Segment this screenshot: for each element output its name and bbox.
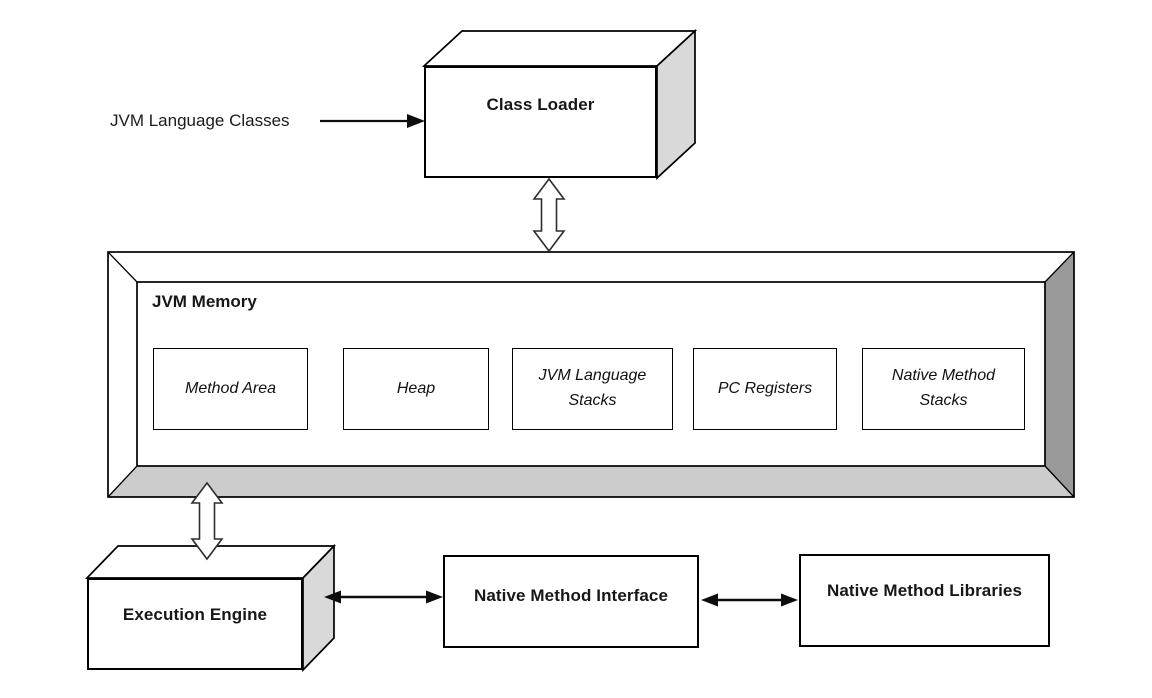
input-arrow-head [407, 114, 425, 128]
memory-engine-double-arrow [190, 481, 224, 561]
interface-libraries-arrow-left-head [701, 593, 718, 607]
class-loader-side-face [656, 29, 696, 180]
frame-corner-bottom-left [107, 465, 138, 498]
jvm-language-stacks-label: JVM Language Stacks [538, 367, 647, 409]
native-method-stacks-label: Native Method Stacks [891, 367, 996, 409]
frame-corner-top-right [1044, 251, 1075, 283]
pc-registers-box: PC Registers [693, 348, 837, 430]
jvm-memory-frame-bottom-band [108, 466, 1074, 497]
class-loader-3d-faces [421, 29, 698, 180]
class-loader-box: Class Loader [424, 66, 657, 178]
engine-interface-double-arrow [324, 590, 443, 604]
frame-corner-bottom-right [1044, 465, 1075, 498]
execution-engine-3d-faces [84, 543, 337, 673]
native-method-interface-box: Native Method Interface [443, 555, 699, 648]
heap-label: Heap [396, 379, 436, 397]
engine-interface-arrow-right-head [426, 590, 443, 604]
class-loader-top-face [421, 30, 698, 67]
heap-box: Heap [343, 348, 489, 430]
pc-registers-label: PC Registers [717, 379, 813, 397]
frame-corner-top-left [107, 251, 138, 283]
method-area-label: Method Area [184, 379, 276, 397]
jvm-memory-label: JVM Memory [152, 292, 257, 311]
jvm-memory-frame-right-band [1045, 252, 1074, 497]
jvm-memory-outer-border [107, 251, 1075, 498]
execution-engine-label: Execution Engine [122, 605, 268, 624]
interface-libraries-arrow-right-head [781, 593, 798, 607]
jvm-language-stacks-box: JVM Language Stacks [512, 348, 673, 430]
engine-interface-arrow-left-head [324, 590, 341, 604]
execution-engine-side-face [302, 543, 335, 673]
native-method-stacks-box: Native Method Stacks [862, 348, 1025, 430]
jvm-language-classes-label: JVM Language Classes [110, 111, 290, 130]
execution-engine-box: Execution Engine [87, 578, 303, 670]
method-area-box: Method Area [153, 348, 308, 430]
native-method-interface-label: Native Method Interface [473, 585, 669, 605]
native-method-libraries-box: Native Method Libraries [799, 554, 1050, 647]
interface-libraries-double-arrow [701, 593, 798, 607]
input-arrow [320, 114, 425, 128]
class-loader-label: Class Loader [486, 95, 595, 114]
native-method-libraries-label: Native Method Libraries [826, 580, 1022, 600]
classloader-memory-double-arrow [532, 177, 566, 253]
